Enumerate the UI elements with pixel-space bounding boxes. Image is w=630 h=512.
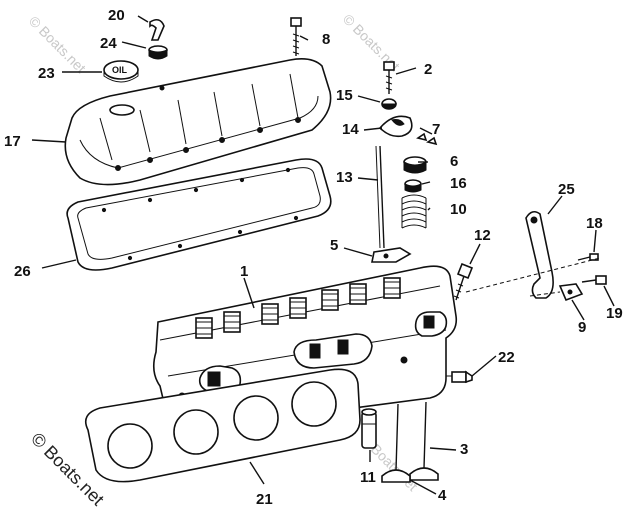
- callout-labels: 20 24 23 8 17 26 2 15 14 7 6 16 10 13 5 …: [4, 7, 623, 508]
- callout-23: 23: [38, 65, 55, 82]
- callout-11: 11: [360, 469, 376, 486]
- head-valve-springs: [195, 277, 401, 339]
- head-gasket: [84, 368, 361, 483]
- valve-stem-seal: [404, 179, 422, 193]
- callout-12: 12: [474, 227, 491, 244]
- callout-8: 8: [322, 31, 330, 48]
- callout-3: 3: [460, 441, 468, 458]
- callout-21: 21: [256, 491, 273, 508]
- watermark-top-left: © Boats.net: [26, 13, 89, 76]
- grommet: [148, 45, 168, 60]
- bracket-bolt-lower: [581, 275, 607, 285]
- callout-26: 26: [14, 263, 31, 280]
- temperature-sender: [446, 370, 473, 384]
- callout-13: 13: [336, 169, 353, 186]
- callout-22: 22: [498, 349, 515, 366]
- callout-18: 18: [586, 215, 603, 232]
- exhaust-valve: [381, 403, 411, 483]
- callout-6: 6: [450, 153, 458, 170]
- cover-bolt: [290, 17, 302, 56]
- callout-4: 4: [438, 487, 447, 504]
- wire-clip: [558, 283, 584, 302]
- valve-cover-gasket: [66, 158, 332, 271]
- callout-17: 17: [4, 133, 21, 150]
- callout-25: 25: [558, 181, 575, 198]
- callout-14: 14: [342, 121, 359, 138]
- rocker-stud-bolt: [383, 61, 395, 94]
- callout-1: 1: [240, 263, 248, 280]
- valve-spring: [401, 194, 427, 229]
- pivot-ball: [381, 98, 397, 110]
- callout-19: 19: [606, 305, 623, 322]
- leader-lines: [31, 15, 615, 495]
- rocker-arm: [378, 115, 413, 138]
- callout-5: 5: [330, 237, 338, 254]
- spring-retainer: [403, 156, 427, 174]
- callout-16: 16: [450, 175, 467, 192]
- alignment-lines: [465, 257, 601, 297]
- callout-7: 7: [432, 121, 440, 138]
- callout-9: 9: [578, 319, 586, 336]
- oil-cap-label: OIL: [112, 65, 128, 75]
- valve-keepers: [416, 132, 438, 146]
- intake-ports: [293, 311, 448, 369]
- callout-2: 2: [424, 61, 432, 78]
- breather-tube: [149, 18, 165, 41]
- callout-15: 15: [336, 87, 353, 104]
- callout-10: 10: [450, 201, 467, 218]
- lifting-bracket: [525, 210, 554, 299]
- callout-24: 24: [100, 35, 117, 52]
- intake-valve: [409, 401, 439, 481]
- pushrod-guide-plate: [371, 247, 412, 263]
- callout-20: 20: [108, 7, 125, 24]
- pushrod: [375, 145, 385, 249]
- oil-filler-cap: OIL: [103, 60, 139, 83]
- head-bolt: [453, 262, 474, 301]
- lifter: [361, 408, 377, 449]
- valve-cover: [64, 58, 332, 186]
- bracket-bolt-upper: [577, 253, 599, 261]
